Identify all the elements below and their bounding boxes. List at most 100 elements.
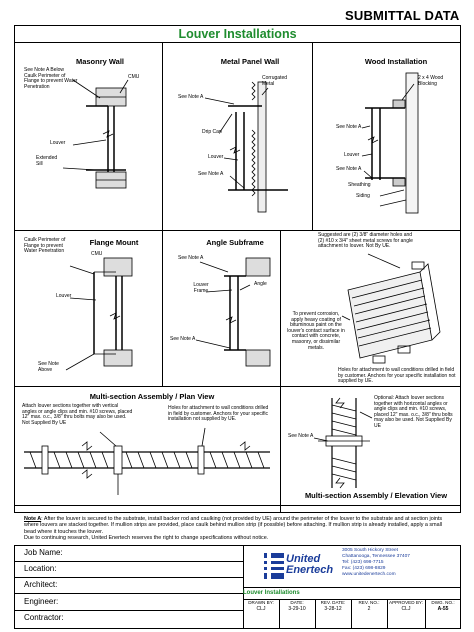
note-a: Note A: After the louver is secured to t… <box>24 516 454 542</box>
label-wood-blocking: 2 x 4 Wood Blocking <box>418 75 444 87</box>
label-cmu: CMU <box>91 251 103 257</box>
panel-title-masonry: Masonry Wall <box>75 57 125 66</box>
isometric-louver-drawing <box>341 253 441 364</box>
label-see-note-a: See Note A <box>178 255 204 261</box>
label-louver: Louver <box>56 293 72 299</box>
label-see-note-a-2: See Note A <box>336 166 362 172</box>
address-line: Tel: (423) 698-7715 <box>342 560 384 565</box>
angle-subframe-drawing <box>195 257 271 367</box>
label-suggested-holes: Suggested are (2) 3/8" diameter holes an… <box>318 232 413 250</box>
wood-drawing <box>361 72 419 214</box>
address-line: www.unitedenertech.com <box>342 572 396 577</box>
field-rule <box>14 577 243 578</box>
title-rule <box>243 587 461 588</box>
cell-header: DRAWN BY: <box>248 600 274 605</box>
metal-panel-drawing <box>204 81 288 213</box>
label-anchor-holes: Holes for attachment to wall conditions … <box>338 367 456 385</box>
field-rule <box>14 610 243 611</box>
label-extended-sill: Extended Sill <box>36 155 58 167</box>
panel-title-wood: Wood Installation <box>364 57 428 66</box>
cell-value: CLJ <box>401 606 411 612</box>
cell-dwg-no: DWG. NO.: A-55 <box>425 600 461 628</box>
label-angle: Angle <box>254 281 267 287</box>
panel-title-plan: Multi-section Assembly / Plan View <box>89 392 215 401</box>
field-architect: Architect: <box>24 580 58 589</box>
label-louver: Louver <box>50 140 66 146</box>
title-divider <box>14 42 461 43</box>
label-see-note-a: See Note A <box>336 124 362 130</box>
label-corrosion-note: To prevent corrosion, apply heavy coatin… <box>287 311 345 351</box>
label-see-note-above: See Note Above <box>38 361 59 373</box>
panel-title-angle: Angle Subframe <box>206 238 264 247</box>
label-optional-attach: Optional: Attach louver sections togethe… <box>374 395 453 429</box>
company-address: 3005 South Hickory Street Chattanooga, T… <box>342 548 410 578</box>
title-rule <box>243 599 461 600</box>
col-divider-5 <box>280 386 281 513</box>
cell-rev-no: REV. NO.: 2 <box>351 600 388 628</box>
note-divider <box>14 505 461 506</box>
field-location: Location: <box>24 564 57 573</box>
masonry-wall-drawing <box>62 79 129 189</box>
address-line: Chattanooga, Tennessee 37407 <box>342 554 410 559</box>
field-job-name: Job Name: <box>24 548 63 557</box>
field-rule <box>14 561 243 562</box>
cell-rev-date: REV. DATE: 3-28-12 <box>315 600 352 628</box>
cell-drawn-by: DRAWN BY: CLJ <box>243 600 280 628</box>
field-engineer: Engineer: <box>24 597 59 606</box>
row-divider-1 <box>14 230 461 231</box>
address-line: Fax: (423) 698-8829 <box>342 566 386 571</box>
panel-title-metal: Metal Panel Wall <box>220 57 280 66</box>
col-divider-1 <box>162 42 163 230</box>
label-see-note-a: See Note A <box>288 433 314 439</box>
elevation-view-drawing <box>313 397 373 489</box>
cell-header: DATE: <box>290 600 304 605</box>
label-corrugated-metal: Corrugated Metal <box>262 75 288 87</box>
logo-mark-icon <box>264 553 284 579</box>
label-siding: Siding <box>356 193 370 199</box>
cell-header: REV. NO.: <box>358 600 380 605</box>
label-louver: Louver <box>344 152 360 158</box>
col-divider-4 <box>280 230 281 386</box>
label-plan-holes: Holes for attachment to wall conditions … <box>168 405 269 423</box>
panel-title-elevation: Multi-section Assembly / Elevation View <box>304 491 448 500</box>
sheet-title: Louver Installations <box>178 27 297 41</box>
cell-value: 3-28-12 <box>324 606 342 612</box>
cell-header: REV. DATE: <box>320 600 346 605</box>
note-a-text: : After the louver is secured to the sub… <box>24 516 443 535</box>
cell-value: A-55 <box>437 606 449 612</box>
drawing-sheet <box>14 25 461 513</box>
label-see-note-a-2: See Note A <box>170 336 196 342</box>
revision-table: DRAWN BY: CLJ DATE: 3-29-10 REV. DATE: 3… <box>243 600 461 628</box>
cell-header: APPROVED BY: <box>389 600 423 605</box>
field-rule <box>14 593 243 594</box>
cell-header: DWG. NO.: <box>431 600 455 605</box>
plan-view-drawing <box>24 427 270 495</box>
company-name-2: Enertech <box>286 564 334 576</box>
label-cmu: CMU <box>128 74 140 80</box>
cell-approved-by: APPROVED BY: CLJ <box>387 600 426 628</box>
col-divider-2 <box>312 42 313 230</box>
cell-value: CLJ <box>256 606 266 612</box>
label-see-note-a-2: See Note A <box>198 171 224 177</box>
research-disclaimer: Due to continuing research, United Enert… <box>24 535 269 542</box>
note-a-lead: Note A <box>24 516 42 522</box>
label-sheathing: Sheathing <box>348 182 371 188</box>
label-see-note-a: See Note A <box>178 94 204 100</box>
address-line: 3005 South Hickory Street <box>342 548 398 553</box>
panel-title-flange: Flange Mount <box>89 238 139 247</box>
field-contractor: Contractor: <box>24 613 64 622</box>
cell-date: DATE: 3-29-10 <box>279 600 316 628</box>
company-logo: United Enertech <box>264 551 339 581</box>
drawing-page-title: Louver Installations <box>243 590 300 596</box>
submittal-header: SUBMITTAL DATA <box>345 8 460 23</box>
label-drip-cap: Drip Cap <box>202 129 222 135</box>
cell-value: 2 <box>367 606 371 612</box>
cell-value: 3-29-10 <box>288 606 306 612</box>
flange-mount-drawing <box>65 257 133 371</box>
label-louver: Louver <box>208 154 224 160</box>
row-divider-2 <box>14 386 461 387</box>
company-name-1: United <box>286 553 321 565</box>
label-louver-frame: Louver Frame <box>193 282 209 294</box>
